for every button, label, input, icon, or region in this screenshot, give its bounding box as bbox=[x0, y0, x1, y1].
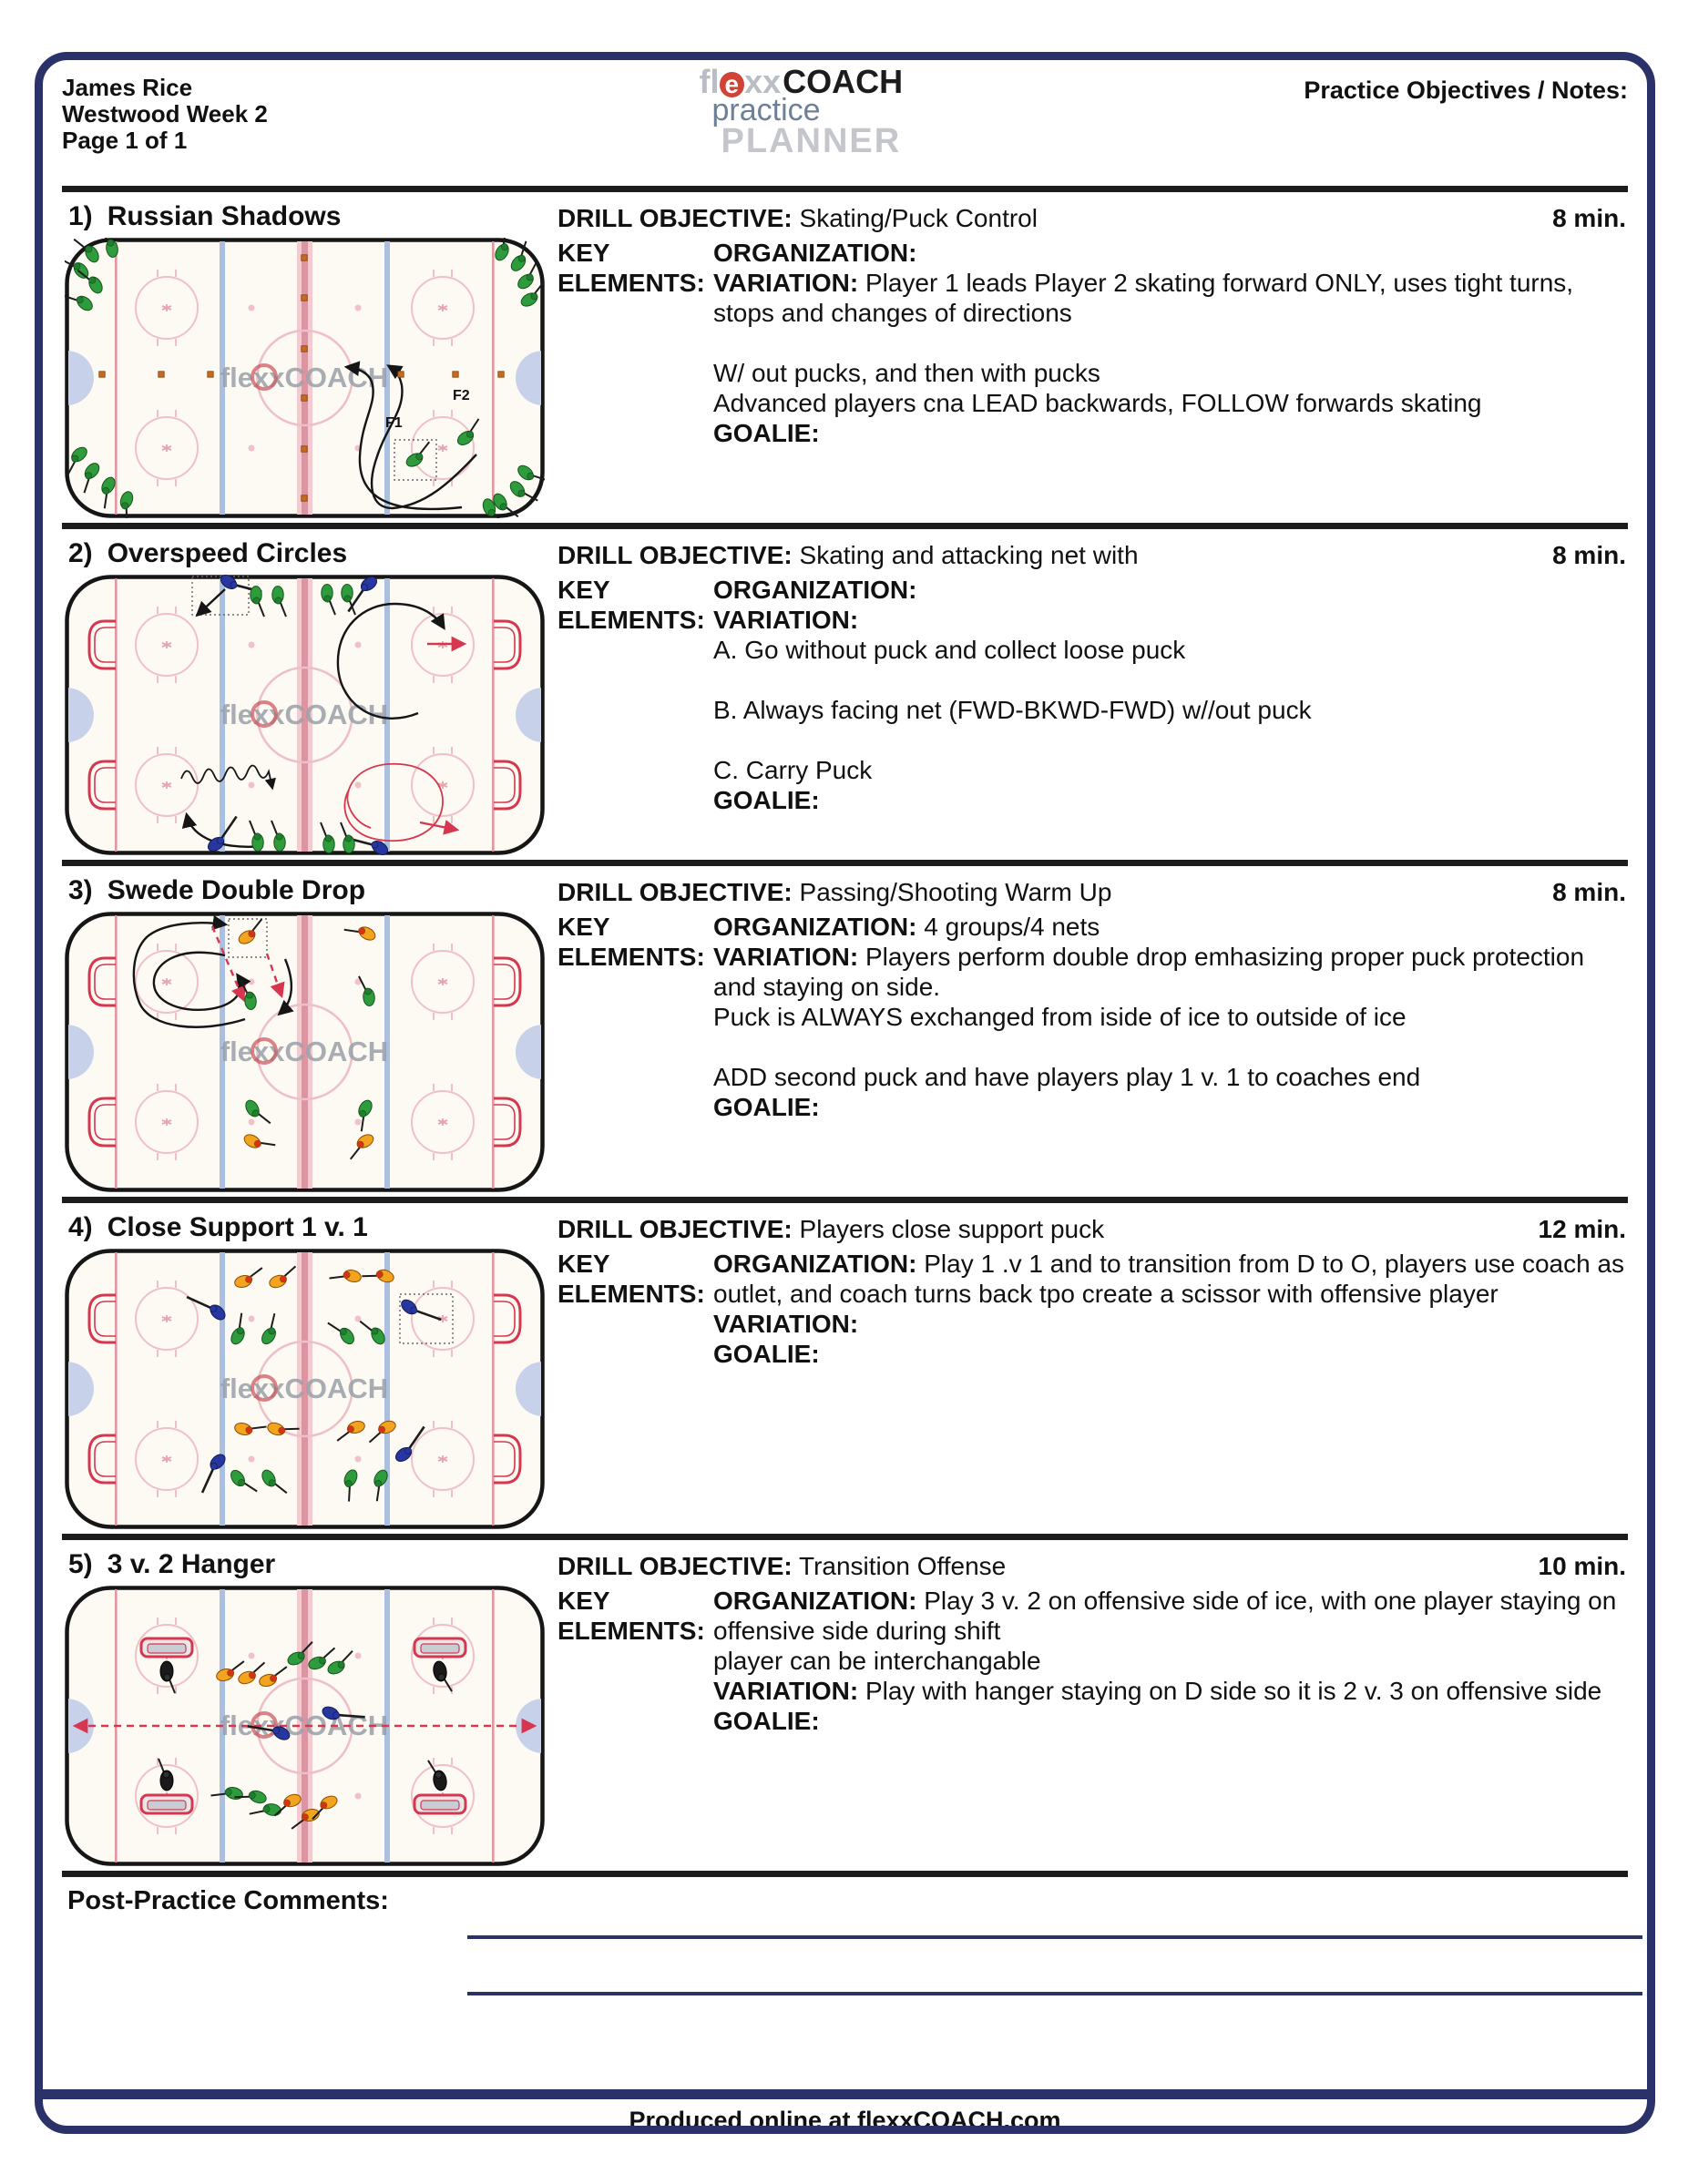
practice-plan-page: James Rice Westwood Week 2 Page 1 of 1 f… bbox=[35, 52, 1655, 2134]
rink-diagram bbox=[65, 912, 545, 1192]
logo-planner: PLANNER bbox=[721, 122, 902, 160]
drill-section-1: 1)Russian Shadows F1 F2 DRILL OBJECTIVE: … bbox=[62, 186, 1628, 523]
logo-fl: fl bbox=[699, 63, 720, 100]
logo-e-icon: e bbox=[719, 72, 745, 97]
rink-diagram bbox=[65, 1586, 545, 1866]
drill-objective: DRILL OBJECTIVE: Skating and attacking n… bbox=[558, 541, 1139, 569]
drill-duration: 12 min. bbox=[1538, 1215, 1626, 1243]
logo-xx: xx bbox=[744, 63, 782, 100]
drill-title: 4)Close Support 1 v. 1 bbox=[68, 1212, 368, 1242]
drill-duration: 8 min. bbox=[1552, 204, 1626, 232]
drill-title: 1)Russian Shadows bbox=[68, 201, 342, 231]
page-number: Page 1 of 1 bbox=[62, 127, 188, 154]
drill-objective: DRILL OBJECTIVE: Passing/Shooting Warm U… bbox=[558, 878, 1112, 906]
drill-notes: ORGANIZATION: Play 1 .v 1 and to transit… bbox=[713, 1250, 1625, 1368]
drill-section-3: 3)Swede Double Drop DRILL OBJECTIVE: Pas… bbox=[62, 860, 1628, 1197]
practice-title: Westwood Week 2 bbox=[62, 100, 268, 128]
drill-title: 3)Swede Double Drop bbox=[68, 875, 366, 905]
drill-notes: ORGANIZATION:VARIATION:A. Go without puc… bbox=[713, 576, 1312, 814]
drill-title: 5)3 v. 2 Hanger bbox=[68, 1549, 276, 1579]
key-elements-label: KEY ELEMENTS: bbox=[558, 239, 705, 297]
key-elements-label: KEY ELEMENTS: bbox=[558, 1587, 705, 1645]
rink-diagram bbox=[65, 575, 545, 855]
footer-divider bbox=[43, 2089, 1647, 2099]
page-header: James Rice Westwood Week 2 Page 1 of 1 f… bbox=[62, 60, 1628, 186]
key-elements-label: KEY ELEMENTS: bbox=[558, 1250, 705, 1308]
drill-notes: ORGANIZATION: Play 3 v. 2 on offensive s… bbox=[713, 1587, 1617, 1735]
drill-duration: 10 min. bbox=[1538, 1552, 1626, 1580]
drill-section-2: 2)Overspeed Circles DRILL OBJECTIVE: Ska… bbox=[62, 523, 1628, 860]
drill-section-5: 5)3 v. 2 Hanger DRILL OBJECTIVE: Transit… bbox=[62, 1534, 1628, 1871]
drill-notes: ORGANIZATION:VARIATION: Player 1 leads P… bbox=[713, 239, 1574, 447]
drill-objective: DRILL OBJECTIVE: Skating/Puck Control bbox=[558, 204, 1038, 232]
svg-text:F1: F1 bbox=[385, 415, 403, 431]
svg-text:F2: F2 bbox=[453, 388, 470, 403]
comment-line bbox=[467, 1935, 1642, 1939]
comment-line bbox=[467, 1992, 1642, 1995]
logo-practice: practice bbox=[711, 93, 821, 128]
drill-objective: DRILL OBJECTIVE: Players close support p… bbox=[558, 1215, 1105, 1243]
drill-duration: 8 min. bbox=[1552, 878, 1626, 906]
rink-diagram: F1 F2 bbox=[65, 238, 545, 518]
footer-text: Produced online at flexxCOACH.com bbox=[629, 2107, 1061, 2134]
rink-diagram bbox=[65, 1249, 545, 1529]
drill-objective: DRILL OBJECTIVE: Transition Offense bbox=[558, 1552, 1007, 1580]
key-elements-label: KEY ELEMENTS: bbox=[558, 576, 705, 634]
practice-objectives-label: Practice Objectives / Notes: bbox=[1304, 77, 1628, 104]
header-info: James Rice Westwood Week 2 Page 1 of 1 bbox=[62, 75, 268, 186]
coach-name: James Rice bbox=[62, 74, 193, 101]
post-practice-section: Post-Practice Comments: bbox=[62, 1871, 1642, 2089]
key-elements-label: KEY ELEMENTS: bbox=[558, 913, 705, 971]
drill-title: 2)Overspeed Circles bbox=[68, 538, 348, 568]
logo-coach: COACH bbox=[783, 63, 904, 100]
drill-duration: 8 min. bbox=[1552, 541, 1626, 569]
drill-section-4: 4)Close Support 1 v. 1 DRILL OBJECTIVE: … bbox=[62, 1197, 1628, 1534]
post-practice-label: Post-Practice Comments: bbox=[67, 1886, 389, 1915]
